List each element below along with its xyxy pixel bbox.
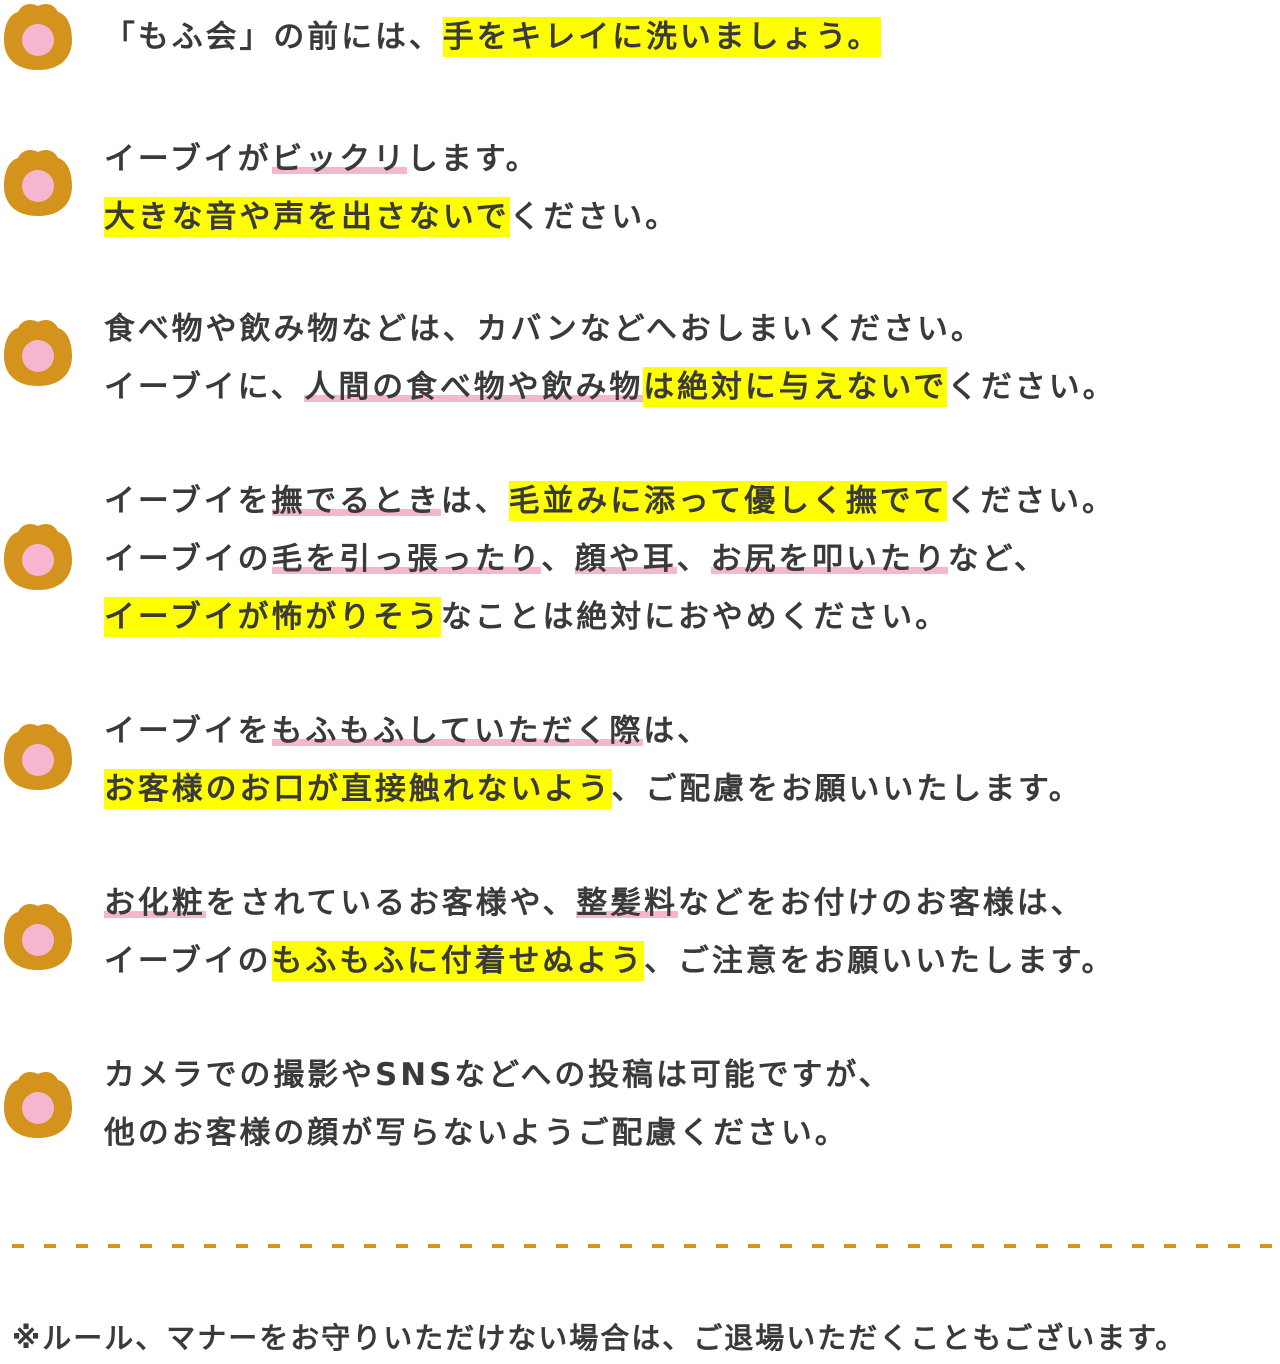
rule-text: イーブイをもふもふしていただく際は、お客様のお口が直接触れないよう、ご配慮をお願…	[104, 702, 1280, 818]
rule-text-segment: ください。	[947, 369, 1117, 405]
highlighted-text: 顔や耳	[575, 539, 677, 579]
rule-text-segment: 、ご注意をお願いいたします。	[644, 943, 1116, 979]
rule-text-segment: なことは絶対におやめください。	[440, 599, 950, 635]
rule-text-segment: カメラでの撮影やSNSなどへの投稿は可能ですが、	[104, 1057, 893, 1093]
highlighted-text: 毛並みに添って優しく撫でて	[508, 481, 947, 521]
paw-icon	[2, 146, 74, 218]
highlighted-text: イーブイが怖がりそう	[104, 597, 441, 637]
rule-text-segment: など、	[947, 541, 1048, 577]
rule-text-segment: します。	[407, 141, 540, 177]
rule-line: お客様のお口が直接触れないよう、ご配慮をお願いいたします。	[104, 760, 1280, 818]
rule-line: 「もふ会」の前には、手をキレイに洗いましょう。	[104, 8, 1280, 66]
highlighted-text: 整髪料	[576, 883, 679, 923]
highlighted-text: ビックリ	[271, 139, 408, 179]
rule-line: イーブイに、人間の食べ物や飲み物は絶対に与えないでください。	[104, 358, 1280, 416]
highlighted-text: もふもふしていただく際	[271, 711, 644, 751]
highlighted-text: お客様のお口が直接触れないよう	[104, 769, 612, 809]
highlighted-text: 撫でるとき	[271, 481, 441, 521]
rule-line: カメラでの撮影やSNSなどへの投稿は可能ですが、	[104, 1046, 1280, 1104]
paw-icon	[2, 0, 74, 72]
rule-text-segment: 、ご配慮をお願いいたします。	[611, 771, 1083, 807]
rule-text: イーブイを撫でるときは、毛並みに添って優しく撫でてください。イーブイの毛を引っ張…	[104, 472, 1280, 646]
rule-line: イーブイがビックリします。	[104, 130, 1280, 188]
rule-line: イーブイを撫でるときは、毛並みに添って優しく撫でてください。	[104, 472, 1280, 530]
rule-line: 大きな音や声を出さないでください。	[104, 188, 1280, 246]
rule-text-segment: ください。	[946, 483, 1116, 519]
rule-text: イーブイがビックリします。大きな音や声を出さないでください。	[104, 130, 1280, 246]
rule-line: イーブイが怖がりそうなことは絶対におやめください。	[104, 588, 1280, 646]
rule-line: イーブイのもふもふに付着せぬよう、ご注意をお願いいたします。	[104, 932, 1280, 990]
rule-text-segment: ください。	[509, 199, 679, 235]
paw-icon	[2, 520, 74, 592]
highlighted-text: 大きな音や声を出さないで	[104, 197, 510, 237]
highlighted-text: お尻を叩いたり	[710, 539, 948, 579]
rule-text-segment: イーブイを	[104, 483, 272, 519]
rule-text-segment: イーブイを	[104, 713, 272, 749]
rule-text: 食べ物や飲み物などは、カバンなどへおしまいください。イーブイに、人間の食べ物や飲…	[104, 300, 1280, 416]
rule-line: 他のお客様の顔が写らないようご配慮ください。	[104, 1104, 1280, 1162]
rule-text-segment: は、	[643, 713, 711, 749]
rule-text: 「もふ会」の前には、手をキレイに洗いましょう。	[104, 8, 1280, 66]
paw-icon	[2, 1068, 74, 1140]
paw-icon	[2, 720, 74, 792]
rule-line: お化粧をされているお客様や、整髪料などをお付けのお客様は、	[104, 874, 1280, 932]
paw-icon	[2, 900, 74, 972]
rule-text-segment: イーブイが	[104, 141, 272, 177]
rule-text-segment: イーブイの	[104, 541, 272, 577]
rule-text-segment: イーブイに、	[104, 369, 305, 405]
highlighted-text: もふもふに付着せぬよう	[271, 941, 645, 981]
rule-text-segment: 、	[541, 541, 576, 577]
rule-line: イーブイの毛を引っ張ったり、顔や耳、お尻を叩いたりなど、	[104, 530, 1280, 588]
dashed-divider	[12, 1244, 1274, 1248]
highlighted-text: 人間の食べ物や飲み物	[304, 367, 644, 407]
paw-icon	[2, 316, 74, 388]
rule-text: カメラでの撮影やSNSなどへの投稿は可能ですが、他のお客様の顔が写らないようご配…	[104, 1046, 1280, 1162]
highlighted-text: 毛を引っ張ったり	[271, 539, 542, 579]
rule-text-segment: などをお付けのお客様は、	[678, 885, 1085, 921]
rule-text-segment: イーブイの	[104, 943, 272, 979]
rule-text-segment: は、	[440, 483, 509, 519]
footnote: ※ルール、マナーをお守りいただけない場合は、ご退場いただくこともございます。	[12, 1321, 1187, 1355]
highlighted-text: は絶対に与えないで	[643, 367, 948, 407]
rule-line: イーブイをもふもふしていただく際は、	[104, 702, 1280, 760]
highlighted-text: 手をキレイに洗いましょう。	[442, 17, 882, 57]
rule-text-segment: 食べ物や飲み物などは、カバンなどへおしまいください。	[104, 311, 985, 347]
rule-text-segment: 「もふ会」の前には、	[104, 19, 443, 55]
highlighted-text: お化粧	[104, 883, 206, 923]
rule-text-segment: 他のお客様の顔が写らないようご配慮ください。	[104, 1115, 849, 1151]
rule-line: 食べ物や飲み物などは、カバンなどへおしまいください。	[104, 300, 1280, 358]
rule-text-segment: 、	[676, 541, 711, 577]
rule-text: お化粧をされているお客様や、整髪料などをお付けのお客様は、イーブイのもふもふに付…	[104, 874, 1280, 990]
rule-text-segment: をされているお客様や、	[205, 885, 577, 921]
